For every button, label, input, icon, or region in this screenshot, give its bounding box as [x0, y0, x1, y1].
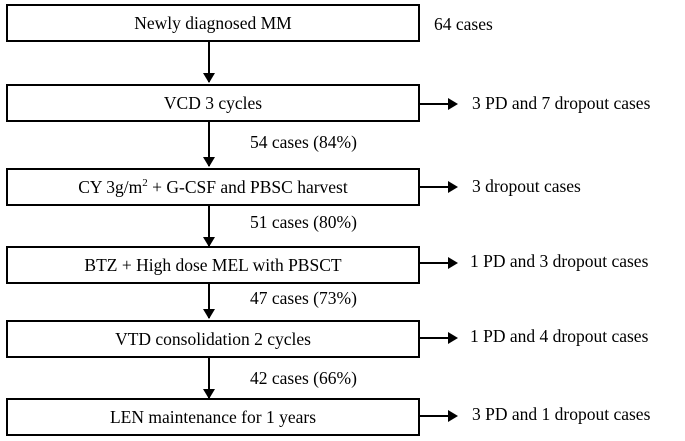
arrow-down-1 — [203, 42, 215, 83]
exclusion-label-2: 3 dropout cases — [472, 176, 581, 196]
remaining-count-3: 47 cases (73%) — [250, 288, 357, 308]
arrow-right-3 — [420, 257, 458, 269]
exclusion-label-1: 3 PD and 7 dropout cases — [472, 93, 651, 113]
superscript-2: 2 — [142, 176, 148, 189]
box-cy-harvest-label: CY 3g/m2 + G-CSF and PBSC harvest — [78, 176, 348, 197]
box-btz: BTZ + High dose MEL with PBSCT — [6, 246, 420, 284]
remaining-count-2: 51 cases (80%) — [250, 212, 357, 232]
arrow-down-5 — [203, 358, 215, 399]
box-newly-diagnosed-label: Newly diagnosed MM — [134, 12, 292, 33]
arrow-right-2 — [420, 181, 458, 193]
box-vcd: VCD 3 cycles — [6, 84, 420, 122]
exclusion-label-3: 1 PD and 3 dropout cases — [470, 251, 649, 271]
arrow-down-3 — [203, 206, 215, 247]
arrow-right-4 — [420, 332, 458, 344]
box-len: LEN maintenance for 1 years — [6, 398, 420, 436]
box-vcd-label: VCD 3 cycles — [163, 92, 263, 113]
box-newly-diagnosed: Newly diagnosed MM — [6, 4, 420, 42]
arrow-right-1 — [420, 98, 458, 110]
initial-count-label: 64 cases — [434, 14, 493, 34]
exclusion-label-5: 3 PD and 1 dropout cases — [472, 404, 651, 424]
arrow-right-5 — [420, 410, 458, 422]
box-len-label: LEN maintenance for 1 years — [109, 406, 317, 427]
box-btz-label: BTZ + High dose MEL with PBSCT — [84, 254, 342, 275]
remaining-count-4: 42 cases (66%) — [250, 368, 357, 388]
box-vtd-label: VTD consolidation 2 cycles — [115, 328, 311, 349]
exclusion-label-4: 1 PD and 4 dropout cases — [470, 326, 649, 346]
remaining-count-1: 54 cases (84%) — [250, 132, 357, 152]
arrow-down-4 — [203, 284, 215, 319]
arrow-down-2 — [203, 122, 215, 167]
box-vtd: VTD consolidation 2 cycles — [6, 320, 420, 358]
box-cy-harvest: CY 3g/m2 + G-CSF and PBSC harvest — [6, 168, 420, 206]
